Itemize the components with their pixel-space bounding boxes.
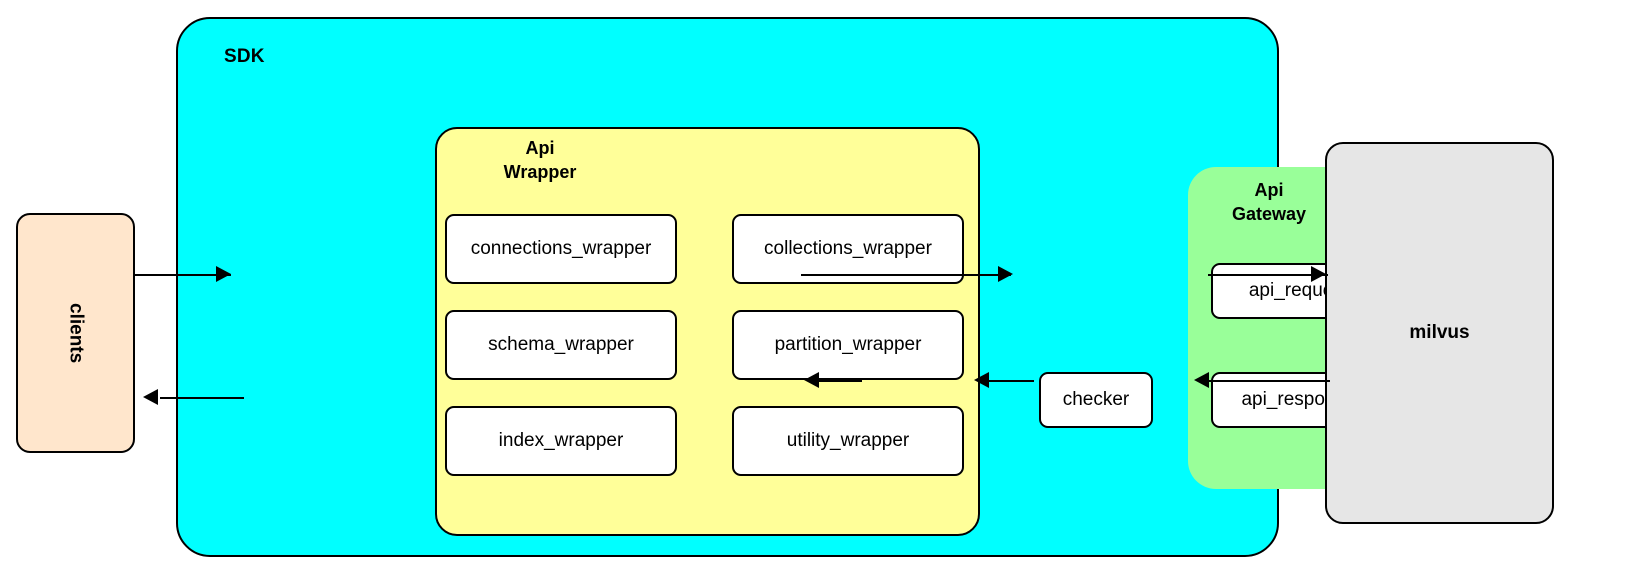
node-label: schema_wrapper [488,334,634,355]
clients-node[interactable]: clients [16,213,135,453]
sdk-label: SDK [224,46,265,67]
arrow-api-request-to-milvus [1208,274,1328,276]
checker-label: checker [1062,389,1130,410]
arrow-api-response-to-checker [986,380,1034,382]
api-wrapper-label-line2: Wrapper [503,161,577,182]
sdk-container[interactable]: SDK Api Wrapper connections_wrapper coll… [176,17,1416,557]
arrow-clients-to-api-wrapper-head [216,266,231,282]
clients-label: clients [65,302,87,364]
arrow-clients-to-api-wrapper [135,274,231,276]
api-gateway-label-line1: Api [1254,180,1284,200]
arrow-checker-to-api-wrapper [818,380,862,382]
api-wrapper-label-line1: Api [525,138,555,158]
arrow-api-wrapper-to-api-gateway [801,274,1011,276]
node-index-wrapper[interactable]: index_wrapper [445,406,677,476]
node-label: index_wrapper [498,430,624,451]
arrow-api-response-to-checker-head [974,372,989,388]
arrow-api-request-to-milvus-head [1311,266,1326,282]
node-collections-wrapper[interactable]: collections_wrapper [732,214,964,284]
api-wrapper-container[interactable]: Api Wrapper connections_wrapper collecti… [435,127,980,536]
node-schema-wrapper[interactable]: schema_wrapper [445,310,677,380]
node-partition-wrapper[interactable]: partition_wrapper [732,310,964,380]
node-label: utility_wrapper [786,430,910,451]
node-label: collections_wrapper [764,238,932,259]
arrow-api-wrapper-to-clients [160,397,244,399]
node-label: connections_wrapper [470,238,652,259]
checker-node[interactable]: checker [1039,372,1153,428]
node-connections-wrapper[interactable]: connections_wrapper [445,214,677,284]
arrow-checker-to-api-wrapper-head [804,372,819,388]
api-wrapper-label: Api Wrapper [445,137,635,185]
node-label: api_request [1248,280,1349,301]
api-gateway-label: Api Gateway [1194,179,1344,227]
arrow-api-wrapper-to-api-gateway-head [998,266,1013,282]
arrow-milvus-to-api-response-head [1194,372,1209,388]
api-gateway-label-line2: Gateway [1231,203,1307,224]
node-utility-wrapper[interactable]: utility_wrapper [732,406,964,476]
arrow-api-wrapper-to-clients-head [143,389,158,405]
arrow-milvus-to-api-response [1204,380,1330,382]
node-label: partition_wrapper [774,334,922,355]
milvus-label: milvus [1409,322,1470,343]
milvus-node[interactable]: milvus [1325,142,1554,524]
